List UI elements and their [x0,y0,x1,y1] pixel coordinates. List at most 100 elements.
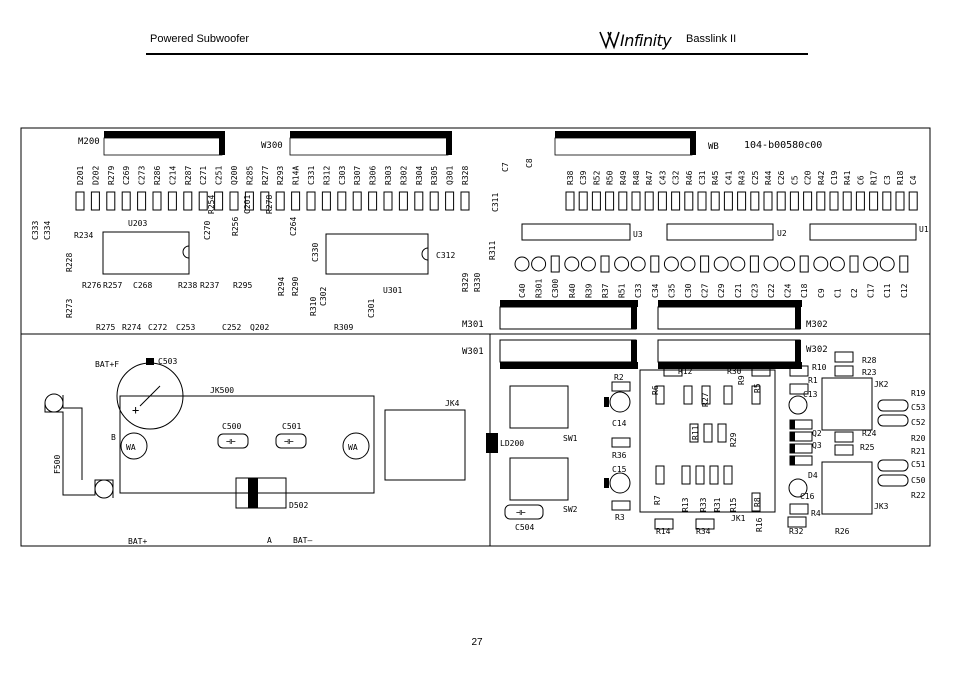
lr-resistor-5 [689,423,699,443]
ref-c20: C20 [804,170,813,185]
part-r304 [414,191,424,211]
ref-r38: R38 [566,170,575,185]
lr-resistor-1 [683,385,693,405]
ref-r303: R303 [384,166,393,185]
ref-r42: R42 [817,170,826,185]
ref-c51: C51 [911,460,926,469]
ref-q200: Q200 [230,166,239,185]
part-r18 [895,191,905,211]
ref-r279: R279 [107,166,116,185]
ref-d4: D4 [808,471,818,480]
ref-c214: C214 [168,166,177,185]
lr-smd-1 [751,365,771,377]
led-ld200: LD200 [486,433,524,453]
part-c331 [306,191,316,211]
res-c300 [550,255,560,273]
ref-r312: R312 [322,166,331,185]
board-part-number: 104-b00580c00 [744,140,822,151]
label-w301: W301 [462,347,484,357]
lr-smd-2 [789,365,809,377]
ref-r9: R9 [737,375,746,385]
part-q200 [229,191,239,211]
res-c27 [700,255,710,273]
cap-c35 [663,256,679,272]
label-c15: C15 [612,465,627,474]
jack-jk500: JK500 [119,386,375,494]
ref-r18: R18 [896,170,905,185]
part-r50 [605,191,615,211]
part-r328 [460,191,470,211]
ref-r276: R276 [82,281,101,290]
label-w300: W300 [261,141,283,151]
ref-r309: R309 [334,323,353,332]
part-r47 [644,191,654,211]
label-bat-plus: BAT+ [128,537,147,546]
ref-r52: R52 [592,170,601,185]
ref-r310: R310 [309,297,318,316]
header-rule [146,53,808,55]
ref-c25: C25 [751,170,760,185]
ref-r275: R275 [96,323,115,332]
ref-c13: C13 [803,390,818,399]
svg-text:⊣⊢: ⊣⊢ [226,437,236,446]
part-r277 [260,191,270,211]
label-f500: F500 [53,455,62,474]
ref-r13: R13 [681,497,690,512]
part-c19 [829,191,839,211]
ref-r277: R277 [261,166,270,185]
ref-r287: R287 [184,166,193,185]
ref-r26: R26 [835,527,850,536]
ref-r37: R37 [601,283,610,298]
jk1-outline [639,369,776,513]
ref-c303: C303 [338,166,347,185]
cap-c1 [829,256,845,272]
lr-film-cap-2 [877,459,909,472]
part-r42 [816,191,826,211]
mid-capacitor-row [514,255,909,273]
part-r41 [842,191,852,211]
lr-cap-0 [788,395,808,415]
diode-d502: D502 [235,477,308,510]
ref-c40: C40 [518,283,527,298]
pcb-board-outline [20,127,931,547]
label-u3: U3 [633,230,643,239]
ref-jk1: JK1 [731,514,746,523]
part-c43 [657,191,667,211]
part-c251 [214,191,224,211]
cap-r301 [531,256,547,272]
ref-c21: C21 [734,283,743,298]
ref-q301: Q301 [446,166,455,185]
label-r36: R36 [612,451,627,460]
ref-r273: R273 [65,299,74,318]
label-ld200: LD200 [500,439,524,448]
part-r306 [368,191,378,211]
terminal-wa-left: WA B [111,432,148,460]
lr-film-cap-1 [877,414,909,427]
ref-c7: C7 [501,162,510,172]
part-c269 [121,191,131,211]
part-c26 [776,191,786,211]
lr-resistor-4 [751,385,761,405]
ref-c22: C22 [767,283,776,298]
cap-c21 [730,256,746,272]
ref-jk2: JK2 [874,380,889,389]
cap-c40 [514,256,530,272]
right-component-row [565,191,918,211]
connector-w302: W302 [657,339,828,369]
part-c271 [198,191,208,211]
ref-c334: C334 [43,221,52,240]
ref-r10: R10 [812,363,827,372]
caps-c14-c15: R2 C14 R36 C15 R3 [604,373,631,522]
ref-r17: R17 [870,170,879,185]
cap-r39 [580,256,596,272]
part-r46 [684,191,694,211]
terminal-wa-right: WA [342,432,370,460]
ref-c3: C3 [883,175,892,185]
ref-r307: R307 [353,166,362,185]
lr-smd-3 [789,383,809,395]
part-c3 [882,191,892,211]
ref-r22: R22 [911,491,926,500]
ref-r305: R305 [430,166,439,185]
ref-r16: R16 [755,517,764,532]
